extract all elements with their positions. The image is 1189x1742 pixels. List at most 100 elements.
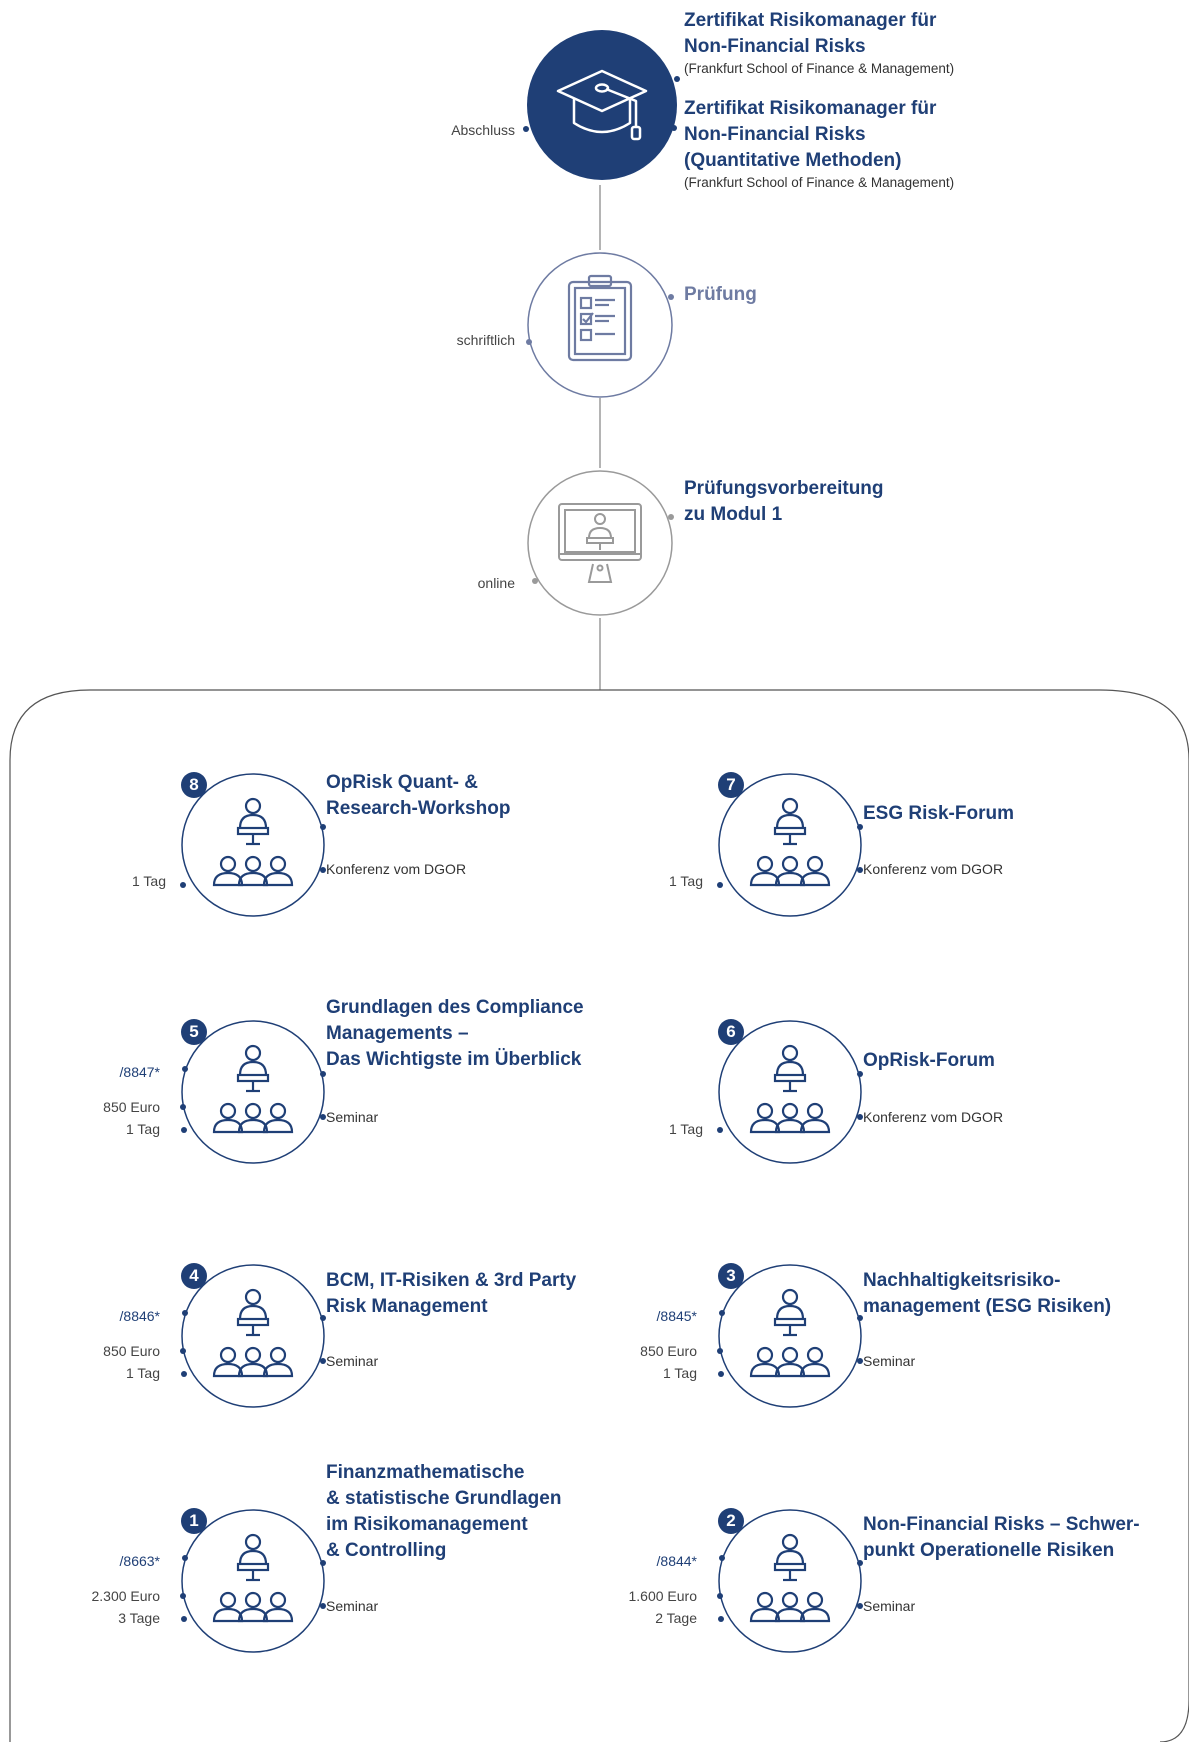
module-6-title-line1: OpRisk-Forum [863,1050,995,1071]
module-8-type: Konferenz vom DGOR [326,861,467,877]
pruefung-side-label: schriftlich [456,332,515,348]
certificate-2-title-line2: Non-Financial Risks [684,124,866,145]
certificate-2-title-line1: Zertifikat Risikomanager für [684,98,937,119]
module-3[interactable]: 3 [705,1261,865,1411]
module-4-meta: /8846* 850 Euro 1 Tag [60,1305,160,1384]
pruefung-title: Prüfung [684,284,757,305]
module-3-number: 3 [726,1266,736,1285]
module-4-duration: 1 Tag [126,1365,160,1381]
clipboard-checklist-icon [567,274,633,362]
module-4-graphic [180,1263,326,1408]
module-5-title-line1: Grundlagen des Compliance [326,997,584,1018]
audience-lectern-icon [212,1044,294,1134]
vorbereitung-text: Prüfungsvorbereitung zu Modul 1 [684,476,884,528]
module-8-graphic [180,772,326,917]
pruefung-node [526,252,674,398]
module-6-type: Konferenz vom DGOR [863,1109,1004,1125]
vorbereitung-title-line1: Prüfungsvorbereitung [684,478,884,499]
module-4-title-line1: BCM, IT-Risiken & 3rd Party [326,1270,577,1291]
module-7-number: 7 [726,775,736,794]
module-6[interactable]: 6 [705,1017,865,1167]
module-1-number: 1 [189,1511,199,1530]
module-1-graphic [180,1508,326,1653]
audience-lectern-icon [749,1533,831,1623]
module-3-type: Seminar [863,1353,916,1369]
module-4-number: 4 [189,1266,199,1285]
module-3-graphic [717,1263,863,1408]
module-3-code[interactable]: /8845* [656,1308,697,1324]
module-2-number: 2 [726,1511,736,1530]
module-6-duration: 1 Tag [669,1121,703,1137]
module-3-meta: /8845* 850 Euro 1 Tag [597,1305,697,1384]
module-4-price: 850 Euro [103,1343,160,1359]
module-6-number: 6 [726,1022,736,1041]
module-2-code[interactable]: /8844* [656,1553,697,1569]
module-3-title-line1: Nachhaltigkeitsrisiko- [863,1270,1061,1291]
module-5-meta: /8847* 850 Euro 1 Tag [60,1061,160,1140]
module-4-code[interactable]: /8846* [119,1308,160,1324]
module-2-duration: 2 Tage [655,1610,697,1626]
module-7-meta: 1 Tag [597,870,703,892]
module-7-text: ESG Risk-Forum [863,801,1173,827]
audience-lectern-icon [749,797,831,887]
module-2-meta: /8844* 1.600 Euro 2 Tage [577,1550,698,1629]
module-1[interactable]: 1 [168,1506,328,1656]
vorbereitung-title-line2: zu Modul 1 [684,504,783,525]
certificate-1-title-line2: Non-Financial Risks [684,36,866,57]
module-1-price: 2.300 Euro [91,1588,161,1604]
abschluss-side-label: Abschluss [451,122,515,138]
module-6-graphic [717,1019,863,1164]
module-7-duration: 1 Tag [669,873,703,889]
certificate-1-institution: (Frankfurt School of Finance & Managemen… [684,61,955,76]
module-8-duration: 1 Tag [132,873,166,889]
module-5-number: 5 [189,1022,199,1041]
module-1-text: Finanzmathematische & statistische Grund… [326,1460,646,1564]
module-5-graphic [180,1019,326,1164]
module-6-meta: 1 Tag [597,1118,703,1140]
module-4[interactable]: 4 [168,1261,328,1411]
module-7[interactable]: 7 [705,770,865,920]
module-1-type: Seminar [326,1598,379,1614]
module-8-text: OpRisk Quant- & Research-Workshop [326,770,626,822]
module-7-graphic [717,772,863,917]
vorbereitung-node [527,470,674,616]
module-4-text: BCM, IT-Risiken & 3rd Party Risk Managem… [326,1268,646,1320]
modules-container [9,689,1189,1742]
graduation-cap-icon [556,69,648,141]
module-3-title-line2: management (ESG Risiken) [863,1296,1112,1317]
module-8-title-line2: Research-Workshop [326,798,511,819]
module-3-price: 850 Euro [640,1343,697,1359]
audience-lectern-icon [749,1288,831,1378]
module-3-duration: 1 Tag [663,1365,697,1381]
audience-lectern-icon [212,1288,294,1378]
module-7-title-line1: ESG Risk-Forum [863,803,1014,824]
module-5-code[interactable]: /8847* [119,1064,160,1080]
module-2-title-line2: punkt Operationelle Risiken [863,1540,1115,1561]
module-3-text: Nachhaltigkeitsrisiko- management (ESG R… [863,1268,1173,1320]
module-5-title-line2: Managements – [326,1023,469,1044]
module-5-title-line3: Das Wichtigste im Überblick [326,1049,582,1070]
module-6-text: OpRisk-Forum [863,1048,1173,1074]
module-2-text: Non-Financial Risks – Schwer- punkt Oper… [863,1512,1173,1564]
module-1-meta: /8663* 2.300 Euro 3 Tage [40,1550,161,1629]
module-2-title-line1: Non-Financial Risks – Schwer- [863,1514,1140,1535]
module-2-graphic [717,1508,863,1653]
module-2[interactable]: 2 [705,1506,865,1656]
module-2-type: Seminar [863,1598,916,1614]
module-5[interactable]: 5 [168,1017,328,1167]
module-4-type: Seminar [326,1353,379,1369]
module-8-title-line1: OpRisk Quant- & [326,772,479,793]
abschluss-text: Zertifikat Risikomanager für Non-Financi… [684,8,1084,192]
module-4-title-line2: Risk Management [326,1296,488,1317]
monitor-lecturer-icon [558,503,642,583]
module-5-price: 850 Euro [103,1099,160,1115]
abschluss-node [523,30,680,180]
module-5-text: Grundlagen des Compliance Managements – … [326,995,646,1073]
certificate-1-title-line1: Zertifikat Risikomanager für [684,10,937,31]
vorbereitung-side-label: online [477,575,515,591]
module-8[interactable]: 8 [168,770,328,920]
module-1-code[interactable]: /8663* [119,1553,160,1569]
module-5-duration: 1 Tag [126,1121,160,1137]
audience-lectern-icon [749,1044,831,1134]
